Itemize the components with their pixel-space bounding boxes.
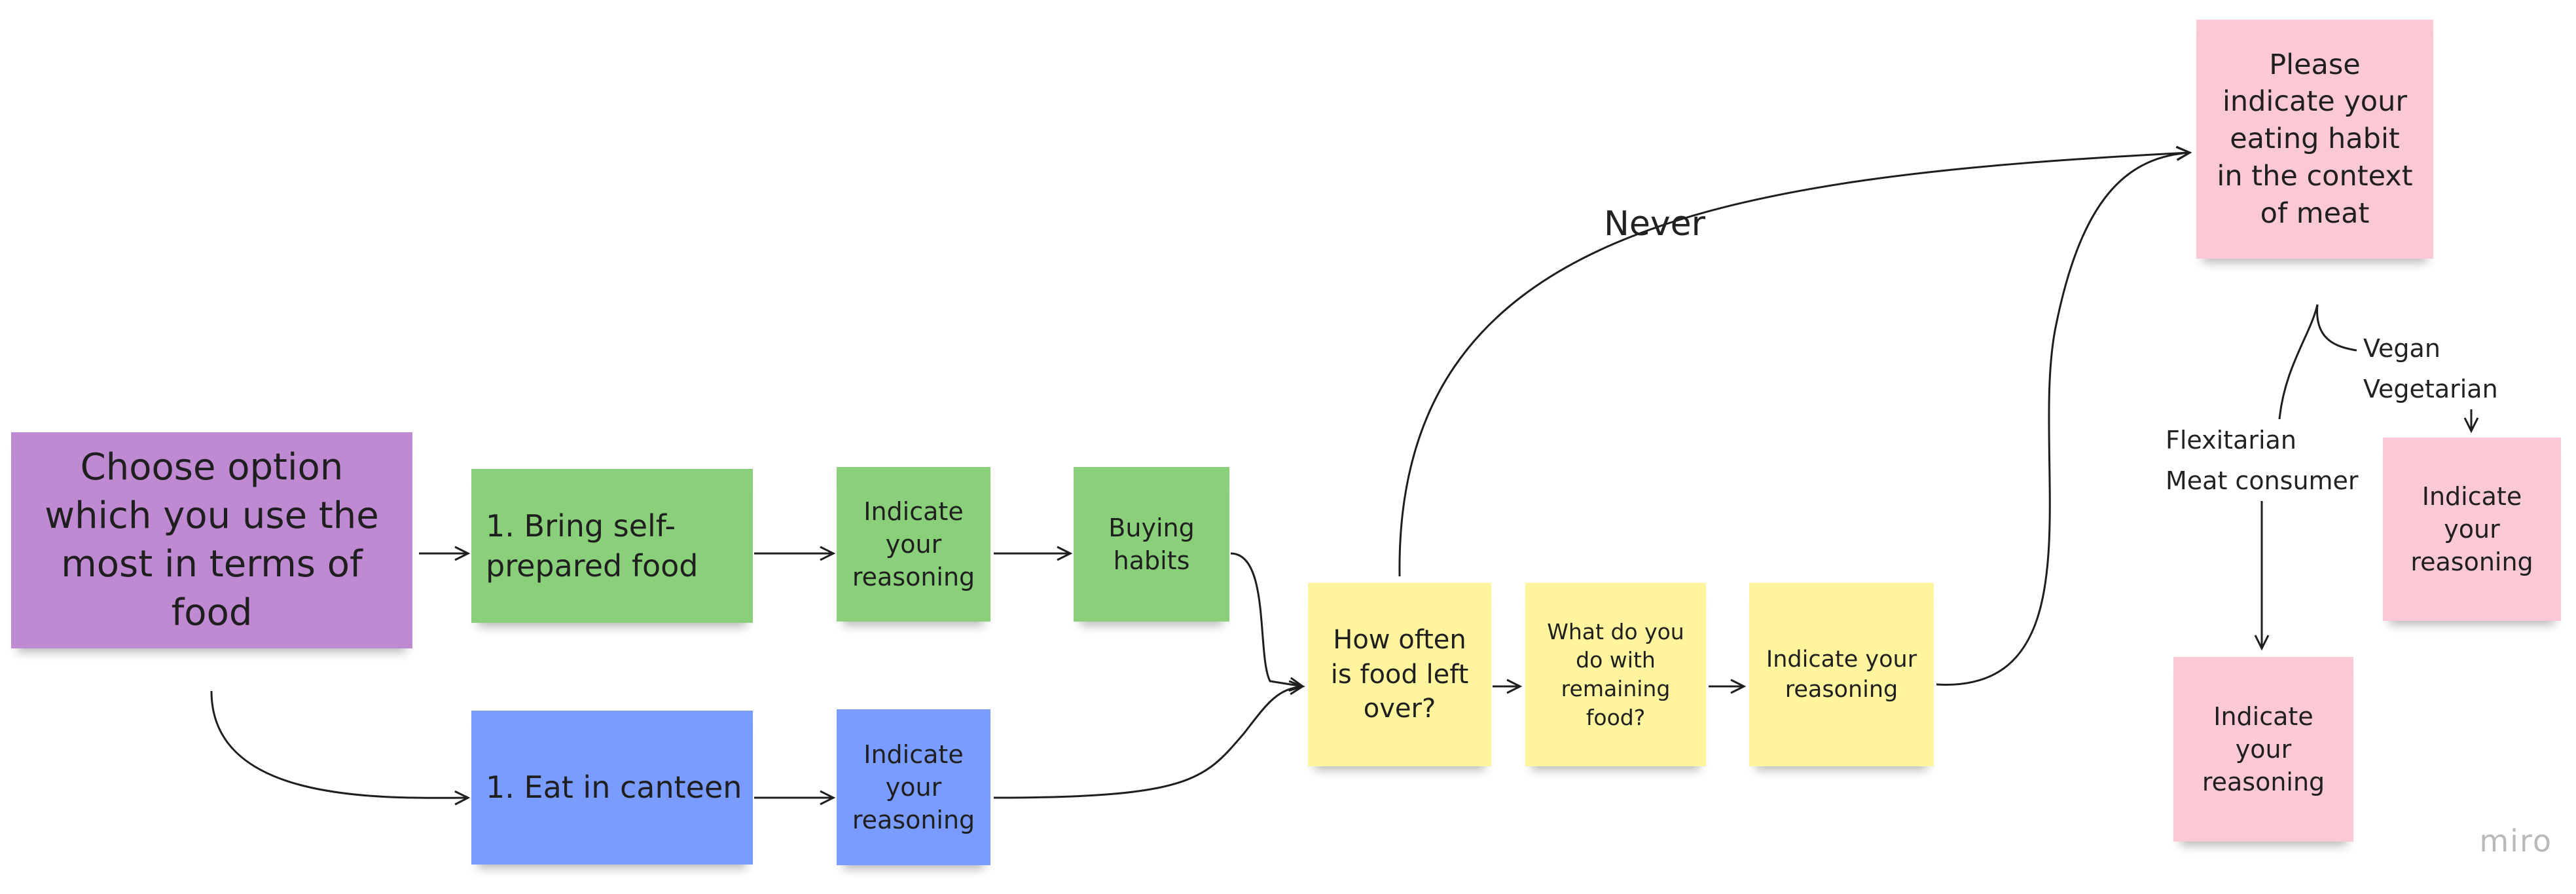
note-eating-habit-meat[interactable]: Please indicate your eating habit in the… [2196, 20, 2433, 259]
note-bring-self-prepared-food[interactable]: 1. Bring self- prepared food [471, 469, 753, 623]
note-blue-indicate-reasoning[interactable]: Indicate your reasoning [837, 709, 990, 865]
connector-meat-vegan-vegetarian [2316, 304, 2357, 352]
note-green-indicate-reasoning[interactable]: Indicate your reasoning [837, 467, 990, 622]
miro-logo: miro [2479, 823, 2552, 859]
note-buying-habits[interactable]: Buying habits [1074, 467, 1229, 622]
note-pink-indicate-reasoning-bottom[interactable]: Indicate your reasoning [2173, 657, 2353, 842]
note-eat-in-canteen[interactable]: 1. Eat in canteen [471, 711, 753, 865]
note-pink-indicate-reasoning-right[interactable]: Indicate your reasoning [2383, 438, 2561, 621]
connector-how-often-never-to-meat [1398, 145, 2192, 577]
connector-buying-to-how-often [1230, 552, 1305, 692]
edge-label-never: Never [1604, 204, 1706, 244]
connector-yellow-reasoning-to-meat [1936, 146, 2192, 686]
edge-label-flexitarian: Flexitarian [2166, 426, 2296, 455]
connector-choose-to-canteen [210, 690, 471, 806]
connector-blue-reasoning-to-how-often [993, 680, 1305, 799]
connector-meat-flexitarian [2278, 304, 2319, 420]
note-how-often-left-over[interactable]: How often is food left over? [1308, 583, 1491, 766]
edge-label-meat-consumer: Meat consumer [2166, 466, 2359, 495]
edge-label-vegetarian: Vegetarian [2363, 375, 2498, 403]
note-yellow-indicate-reasoning[interactable]: Indicate your reasoning [1749, 583, 1934, 766]
edge-label-vegan: Vegan [2363, 334, 2440, 363]
note-what-do-you-do-remaining-food[interactable]: What do you do with remaining food? [1525, 583, 1706, 766]
note-choose-option[interactable]: Choose option which you use the most in … [11, 432, 412, 648]
